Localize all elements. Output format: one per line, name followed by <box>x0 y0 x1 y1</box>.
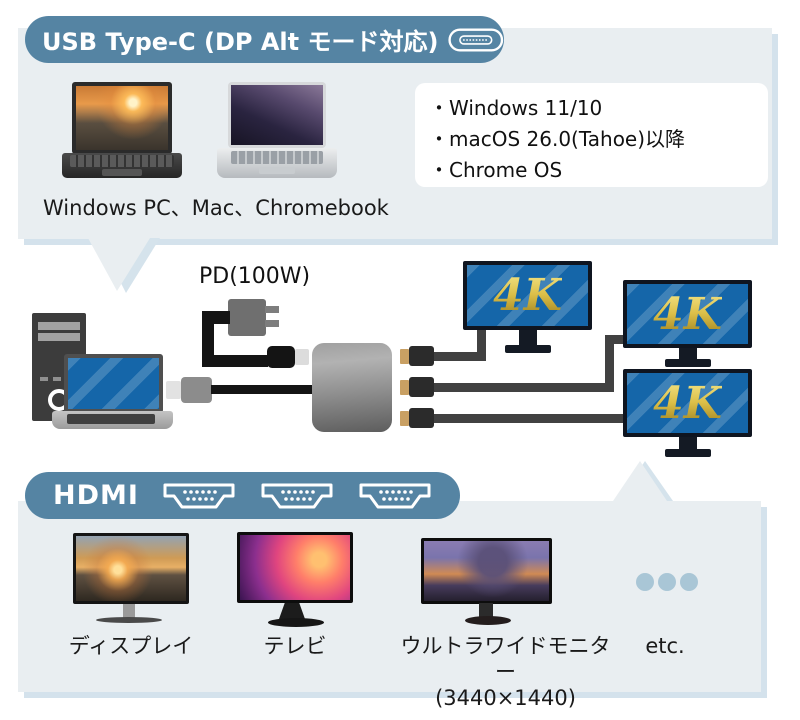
monitor-stand <box>679 348 697 361</box>
nightsky-wallpaper <box>231 85 323 145</box>
pd-plug <box>267 346 295 368</box>
dot <box>680 573 698 591</box>
adapter-prong <box>265 306 279 313</box>
power-adapter <box>228 299 279 336</box>
tv-stand <box>279 603 305 619</box>
dot <box>658 573 676 591</box>
4k-label: 4K <box>493 270 562 321</box>
macbook-keyboard <box>231 151 323 164</box>
tower-vent <box>40 377 48 381</box>
hdmi-cable-2 <box>605 335 614 392</box>
hdmi-port-icon <box>359 483 431 508</box>
os-compatibility-box: ・Windows 11/10 ・macOS 26.0(Tahoe)以降 ・Chr… <box>415 83 768 187</box>
windows-laptop-keyboard <box>70 155 174 167</box>
4k-label: 4K <box>653 288 722 340</box>
hdmi-port-icon <box>163 483 235 508</box>
monitor-stand-base <box>505 345 551 353</box>
hdmi-title: HDMI <box>53 480 139 511</box>
display-stand <box>123 604 135 618</box>
hdmi-plug-tip <box>400 349 409 364</box>
usb-c-connector-icon <box>448 27 504 52</box>
hdmi-cable-1 <box>434 352 486 361</box>
hdmi-cable-2 <box>434 383 614 392</box>
ultrawide-stand <box>479 603 493 618</box>
hdmi-cable-1 <box>477 330 486 361</box>
hdmi-plug <box>409 377 434 397</box>
monitor-stand-base <box>665 359 711 367</box>
macbook-trackpad <box>259 167 295 174</box>
hdmi-plug-tip <box>400 380 409 395</box>
hdmi-header: HDMI <box>25 472 460 519</box>
usb-c-plug-body <box>181 377 212 403</box>
monitor-stand <box>679 437 697 451</box>
hdmi-cable-3 <box>434 414 629 423</box>
tv-photo <box>240 535 350 600</box>
ultrawide-label-line1: ウルトラワイドモニター <box>400 634 611 684</box>
pd-cable <box>202 355 268 367</box>
ultrawide-stand-base <box>465 616 511 625</box>
usb-c-hub <box>312 343 392 432</box>
sunset-wallpaper <box>76 86 168 150</box>
pd-plug-tip <box>295 349 309 365</box>
display-photo <box>76 536 186 601</box>
hdmi-port-icon <box>261 483 333 508</box>
tower-vent <box>53 377 61 381</box>
laptop-keyboard <box>67 414 155 424</box>
ultrawide-monitor <box>421 538 552 604</box>
macbook-photo <box>217 80 337 180</box>
display-monitor <box>73 533 189 604</box>
usb-c-plug-tip <box>166 381 181 399</box>
tower-drive-bay <box>38 322 80 330</box>
monitor-4k-1: 4K <box>463 261 592 330</box>
hdmi-plug-tip <box>400 411 409 426</box>
usb-typec-header: USB Type-C (DP Alt モード対応) <box>25 16 504 63</box>
os-item-chromeos: ・Chrome OS <box>429 158 563 182</box>
display-label: ディスプレイ <box>68 634 194 658</box>
os-item-macos: ・macOS 26.0(Tahoe)以降 <box>429 127 686 151</box>
monitor-stand <box>519 330 537 347</box>
down-arrow-pointer <box>88 238 160 293</box>
macbook-base <box>217 148 337 178</box>
windows-laptop-photo <box>62 80 182 180</box>
etc-label: etc. <box>645 634 685 658</box>
monitor-4k-3: 4K <box>623 369 752 437</box>
windows-laptop-base <box>62 153 182 178</box>
tower-drive-bay <box>38 333 80 341</box>
usb-c-cable <box>211 385 313 394</box>
tv-stand-base <box>268 618 324 627</box>
monitor-stand-base <box>665 449 711 457</box>
hdmi-plug <box>409 346 434 366</box>
usb-typec-title: USB Type-C (DP Alt モード対応) <box>42 28 439 56</box>
pd-power-label: PD(100W) <box>199 264 311 289</box>
4k-label: 4K <box>653 377 722 429</box>
tv-monitor <box>237 532 353 603</box>
adapter-prong <box>265 320 279 327</box>
laptop-screen <box>64 354 163 413</box>
ultrawide-resolution: (3440×1440) <box>435 686 576 710</box>
laptop-display <box>68 358 159 409</box>
os-item-windows: ・Windows 11/10 <box>429 96 603 120</box>
ultrawide-label: ウルトラワイドモニター (3440×1440) <box>398 633 613 711</box>
windows-laptop-trackpad <box>102 169 142 176</box>
macbook-screen <box>228 82 326 148</box>
tv-label: テレビ <box>263 634 327 658</box>
dot <box>636 573 654 591</box>
laptop-base <box>52 411 173 429</box>
windows-laptop-screen <box>72 82 172 154</box>
ultrawide-photo <box>424 541 549 601</box>
display-stand-base <box>96 617 162 623</box>
hdmi-cable-2 <box>605 335 629 344</box>
hdmi-plug <box>409 408 434 428</box>
monitor-4k-2: 4K <box>623 280 752 348</box>
up-arrow-pointer <box>613 461 673 501</box>
pd-cable <box>202 311 214 367</box>
source-devices-caption: Windows PC、Mac、Chromebook <box>43 196 389 220</box>
